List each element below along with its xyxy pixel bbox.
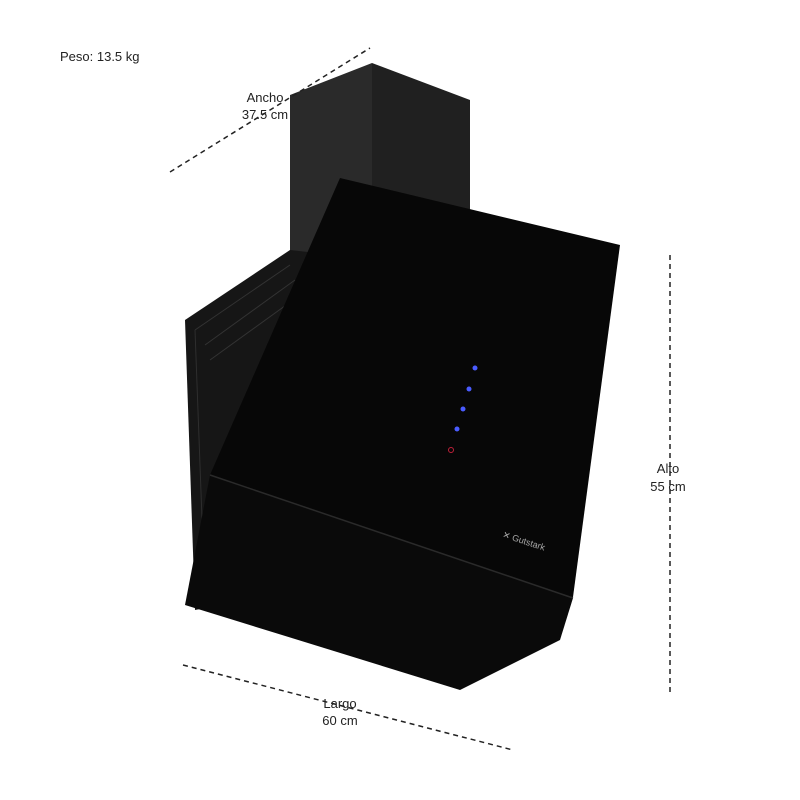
svg-text:✕: ✕ [501, 529, 511, 541]
fan-speed-3-icon[interactable] [460, 406, 466, 412]
glass-panel [210, 178, 620, 597]
length-value: 60 cm [322, 713, 358, 728]
height-value: 55 cm [650, 479, 686, 494]
dimension-lines [169, 47, 671, 751]
length-label: Largo [323, 696, 357, 711]
power-icon[interactable] [448, 447, 454, 453]
width-value: 37.5 cm [241, 107, 289, 122]
touch-controls[interactable] [448, 365, 478, 453]
length-dimension-line [182, 664, 514, 751]
fan-speed-2-icon[interactable] [466, 386, 472, 392]
light-icon[interactable] [454, 426, 460, 432]
width-label: Ancho [246, 90, 284, 105]
lower-panel [185, 475, 573, 690]
weight-label: Peso: 13.5 kg [60, 49, 140, 64]
fan-speed-1-icon[interactable] [472, 365, 478, 371]
height-label: Alto [656, 461, 680, 476]
width-dimension-line [169, 47, 371, 173]
